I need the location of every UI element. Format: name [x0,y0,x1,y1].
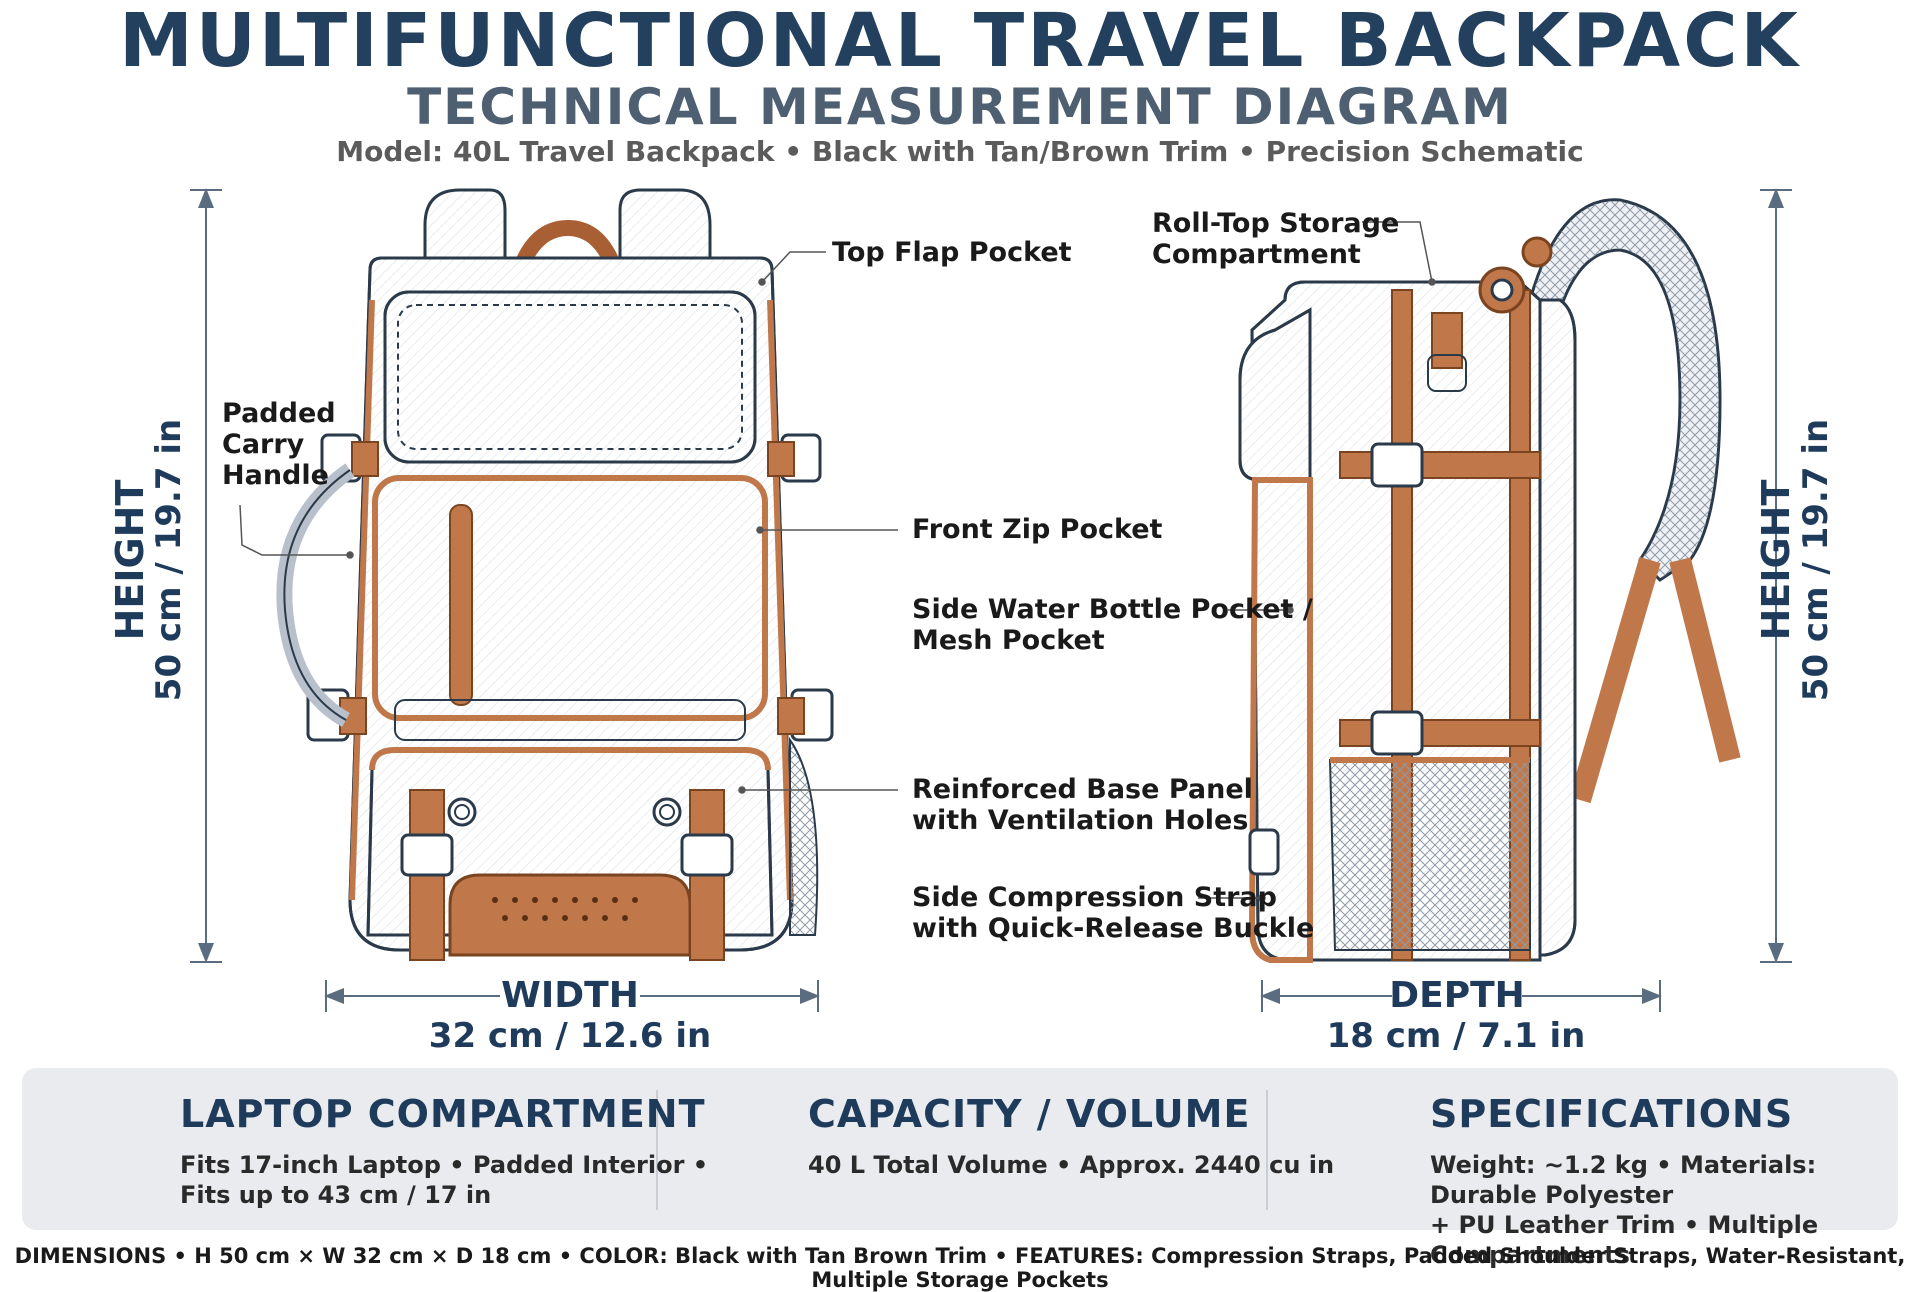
footer-dimensions: DIMENSIONS • H 50 cm × W 32 cm × D 18 cm… [14,1244,1906,1292]
width-value: 32 cm / 12.6 in [428,1016,712,1056]
height-label-right: HEIGHT [1754,479,1798,641]
model-line: Model: 40L Travel Backpack • Black with … [336,135,1584,168]
front-view [276,188,834,961]
height-value-left: 50 cm / 19.7 in [149,418,189,702]
callout-roll-top-storage: Roll-Top Storage Compartment [1152,208,1400,270]
specs-panel-title: SPECIFICATIONS [1430,1092,1794,1136]
laptop-panel-text: Fits 17-inch Laptop • Padded Interior • … [180,1151,709,1209]
callout-front-zip-pocket: Front Zip Pocket [912,514,1163,545]
height-label-left: HEIGHT [108,479,152,641]
depth-label: DEPTH [1389,975,1525,1016]
dimension-lines [190,188,1792,1012]
page-subtitle: TECHNICAL MEASUREMENT DIAGRAM [407,78,1513,136]
callout-padded-carry-handle: Padded Carry Handle [222,398,336,491]
page-title: MULTIFUNCTIONAL TRAVEL BACKPACK [119,0,1801,84]
capacity-panel-text: 40 L Total Volume • Approx. 2440 cu in [808,1151,1335,1179]
callout-side-compression-strap: Side Compression Strap with Quick-Releas… [912,882,1315,944]
callout-side-water-bottle-pocket: Side Water Bottle Pocket / Mesh Pocket [912,594,1313,656]
callout-reinforced-base-panel: Reinforced Base Panel with Ventilation H… [912,774,1253,836]
side-view [1238,198,1741,963]
specs-panel-text: Weight: ~1.2 kg • Materials: Durable Pol… [1430,1151,1819,1269]
height-value-right: 50 cm / 19.7 in [1796,418,1836,702]
depth-value: 18 cm / 7.1 in [1326,1016,1586,1056]
info-panel [22,1068,1898,1230]
panel-divider [1266,1090,1268,1210]
callout-top-flap-pocket: Top Flap Pocket [832,237,1072,268]
callout-leaders [239,221,1436,902]
panel-divider [656,1090,658,1210]
capacity-panel-title: CAPACITY / VOLUME [808,1092,1251,1136]
laptop-panel-title: LAPTOP COMPARTMENT [180,1092,706,1136]
width-label: WIDTH [501,975,639,1016]
